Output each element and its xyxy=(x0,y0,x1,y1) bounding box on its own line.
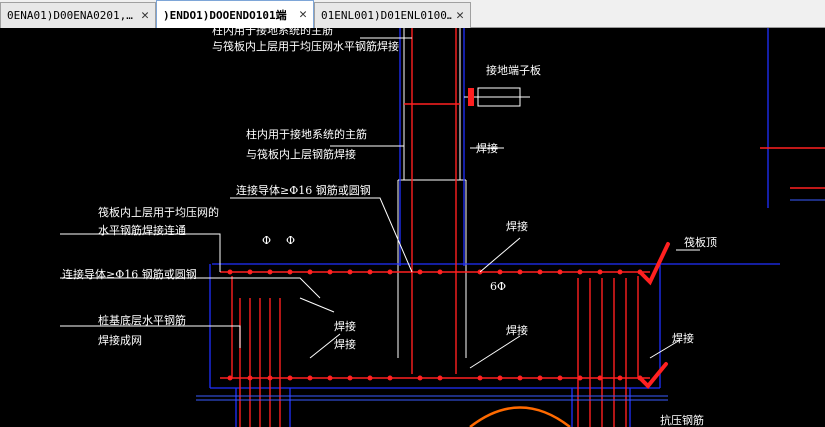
grounding-terminal-plate xyxy=(464,87,530,107)
label-connector-2: 连接导体≥Φ16 钢筋或圆钢 xyxy=(62,267,197,281)
foundation-outline-blue xyxy=(209,28,780,427)
label-weld-5: 焊接 xyxy=(506,323,528,337)
label-weld-mesh: 焊接成网 xyxy=(98,333,142,347)
tab-label: 01ENL001)D01ENL0100… xyxy=(321,9,452,22)
label-terminal-plate: 接地端子板 xyxy=(486,63,541,77)
close-icon[interactable]: ✕ xyxy=(141,8,149,23)
label-dim-6phi: 6Φ xyxy=(490,280,506,293)
leader-lines xyxy=(60,37,700,369)
tab-label: 0ENA01)D00ENA0201,… xyxy=(7,9,133,22)
ground-hatch xyxy=(196,199,825,401)
label-weld-upper: 与筏板内上层用于均压网水平钢筋焊接 xyxy=(212,39,399,53)
check-marks xyxy=(638,242,670,389)
label-main-rebar-top: 柱内用于接地系统的主筋 xyxy=(212,28,333,37)
label-raft-top: 筏板顶 xyxy=(684,235,717,249)
label-raft-connected: 水平钢筋焊接连通 xyxy=(98,223,186,237)
close-icon[interactable]: ✕ xyxy=(456,8,464,23)
close-icon[interactable]: ✕ xyxy=(299,7,307,22)
label-bottom-note: 抗压钢筋 xyxy=(660,413,704,427)
label-weld-3: 焊接 xyxy=(334,319,356,333)
label-raft-upper: 筏板内上层用于均压网的 xyxy=(98,205,219,219)
label-weld-1: 焊接 xyxy=(476,141,498,155)
tab-label: )ENDO1)DOOENDO101端 xyxy=(163,8,287,22)
label-weld-raft: 与筏板内上层钢筋焊接 xyxy=(246,147,356,161)
rebar-dots xyxy=(227,269,643,381)
pile-arc xyxy=(469,406,571,427)
label-weld-4: 焊接 xyxy=(334,337,356,351)
label-connector-1: 连接导体≥Φ16 钢筋或圆钢 xyxy=(236,183,371,197)
label-pile-bottom: 桩基底层水平钢筋 xyxy=(98,313,186,327)
tab-drawing-3[interactable]: 01ENL001)D01ENL0100… ✕ xyxy=(314,2,471,28)
label-weld-6: 焊接 xyxy=(672,331,694,345)
cad-drawing-canvas[interactable]: 柱内用于接地系统的主筋 与筏板内上层用于均压网水平钢筋焊接 接地端子板 柱内用于… xyxy=(0,28,825,427)
label-main-rebar: 柱内用于接地系统的主筋 xyxy=(246,127,367,141)
tab-drawing-1[interactable]: 0ENA01)D00ENA0201,… ✕ xyxy=(0,2,156,28)
label-dim-phi-1: Φ xyxy=(262,234,271,247)
tab-drawing-2[interactable]: )ENDO1)DOOENDO101端 ✕ xyxy=(156,0,314,28)
label-weld-2: 焊接 xyxy=(506,219,528,233)
label-dim-phi-2: Φ xyxy=(286,234,295,247)
tab-bar: 0ENA01)D00ENA0201,… ✕ )ENDO1)DOOENDO101端… xyxy=(0,0,825,28)
